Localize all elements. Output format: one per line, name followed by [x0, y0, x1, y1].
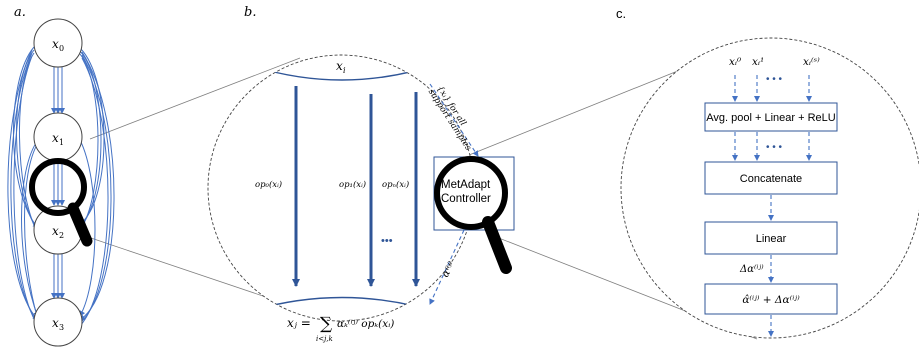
panel-a-vertical-edges [51, 66, 65, 299]
concatenate-label: Concatenate [740, 173, 802, 185]
panel-a-left-edges [7, 46, 40, 327]
controller-label-line2: Controller [441, 193, 491, 205]
mid-ellipsis: • • • [766, 142, 783, 153]
panel-label-c: c. [616, 6, 626, 21]
top-node-label: x [336, 59, 343, 73]
linear-box [704, 221, 838, 255]
concatenate-box [704, 161, 838, 195]
panel-a-graph: x 0 x 1 x 2 x 3 [7, 18, 115, 347]
equation-sum-subscript: i<j,k [316, 335, 333, 343]
input-x1-label: xᵢ¹ [752, 56, 764, 68]
equation-sum-sign: ∑ [320, 314, 332, 334]
node-x3: x 3 [33, 297, 83, 347]
panel-a-right-edges [79, 47, 115, 327]
alpha-sum-box [704, 283, 838, 315]
equation-lhs: xⱼ = [287, 316, 311, 330]
input-xs-label: xᵢ⁽ˢ⁾ [803, 56, 820, 68]
input-x0-label: xᵢ⁰ [729, 56, 742, 68]
op-arrows [292, 86, 420, 287]
opn-label: opₙ(xᵢ) [382, 179, 409, 190]
node-x0-sub: 0 [59, 44, 64, 53]
input-ellipsis: • • • [766, 74, 783, 85]
top-node-sub: i [343, 66, 346, 75]
magnifier-icon-a [29, 158, 93, 247]
avgpool-linear-relu-label: Avg. pool + Linear + ReLU [706, 112, 835, 124]
input-arrows [732, 75, 812, 102]
magnifier-icon-b [434, 156, 508, 230]
support-samples-arrow [429, 83, 479, 157]
node-x3-sub: 3 [59, 323, 64, 332]
panel-b-zoom: x i op₀(xᵢ) op₁(xᵢ) opₙ(xᵢ) ••• {xᵢ} for… [207, 54, 515, 343]
node-x0-label: x [52, 37, 59, 51]
alpha-sum-label: α̂⁽ⁱʲ⁾ + Δα⁽ⁱʲ⁾ [742, 294, 800, 306]
op0-label: op₀(xᵢ) [255, 179, 282, 190]
node-x1-sub: 1 [59, 138, 64, 147]
magnifier-handle-b [482, 216, 512, 274]
equation-rhs: αₖ⁽ⁱʲ⁾ opₖ(xᵢ) [337, 318, 394, 330]
op1-label: op₁(xᵢ) [339, 179, 366, 190]
bottom-equation: xⱼ = ∑ i<j,k αₖ⁽ⁱʲ⁾ opₖ(xᵢ) [287, 314, 394, 343]
panel-label-a: a. [14, 5, 26, 20]
node-x1: x 1 [33, 112, 83, 162]
node-x0: x 0 [33, 18, 83, 68]
node-x1-label: x [52, 131, 59, 145]
node-x3-label: x [52, 316, 59, 330]
panel-label-b: b. [244, 5, 256, 20]
panel-c-zoom: xᵢ⁰ xᵢ¹ xᵢ⁽ˢ⁾ • • • Avg. pool + Linear +… [620, 37, 919, 339]
node-x2-label: x [52, 224, 59, 238]
mid-arrows [732, 132, 812, 161]
linear-label: Linear [756, 233, 787, 245]
node-x2: x 2 [33, 205, 83, 255]
avgpool-linear-relu-box [704, 102, 838, 132]
ops-ellipsis: ••• [381, 235, 393, 247]
controller-label-line1: MetAdapt [441, 179, 491, 191]
delta-alpha-label: Δα⁽ⁱʲ⁾ [739, 264, 764, 275]
node-x2-sub: 2 [59, 231, 64, 240]
